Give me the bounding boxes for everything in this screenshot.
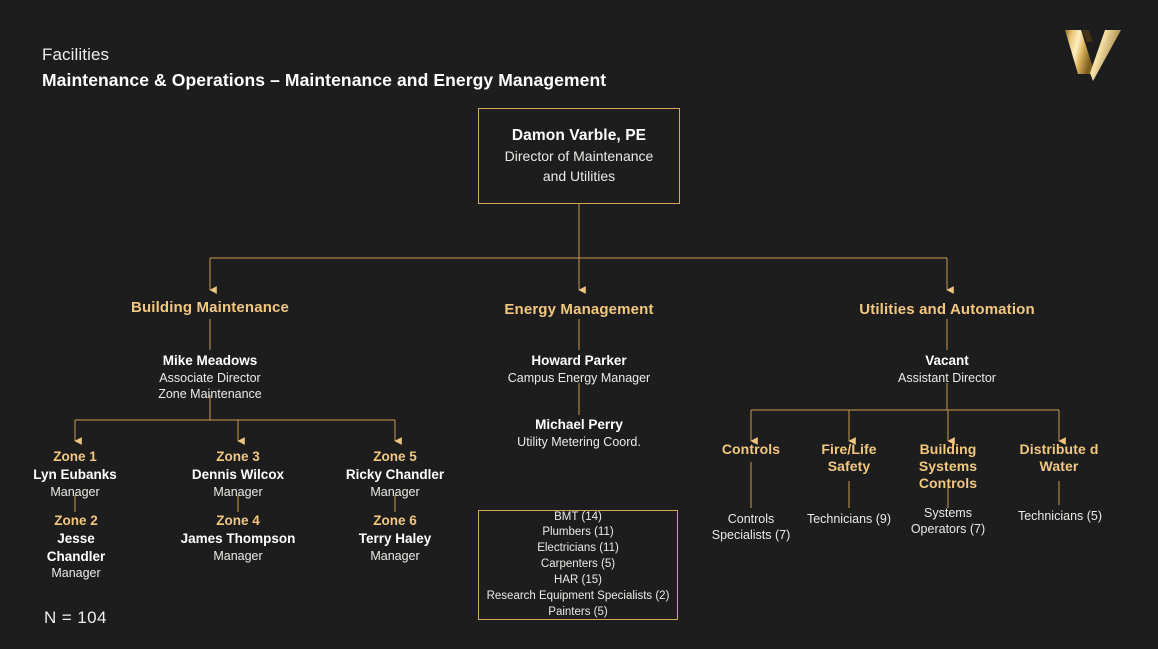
person-name: Mike Meadows xyxy=(162,353,258,368)
unit-staff-building-systems-controls: Systems Operators (7) xyxy=(893,505,1003,538)
unit-staff-distributed-water: Technicians (5) xyxy=(1000,508,1120,524)
person-name: Vacant xyxy=(925,353,969,368)
zone-label: Zone 6 xyxy=(373,513,417,528)
unit-staff-controls: Controls Specialists (7) xyxy=(696,511,806,544)
trade-line: Electricians (11) xyxy=(537,542,619,555)
unit-staff-line1: Technicians (9) xyxy=(806,512,892,526)
trade-line: Research Equipment Specialists (2) xyxy=(486,589,670,602)
trade-line: Plumbers (11) xyxy=(542,526,614,539)
node-michael-perry[interactable]: Michael Perry Utility Metering Coord. xyxy=(479,416,679,450)
node-mike-meadows[interactable]: Mike Meadows Associate Director Zone Mai… xyxy=(110,352,310,402)
unit-title-fire-life-safety[interactable]: Fire/Life Safety xyxy=(821,441,877,475)
vanderbilt-v-logo xyxy=(1056,22,1130,84)
zone-label: Zone 2 xyxy=(54,513,98,528)
person-title-line1: Utility Metering Coord. xyxy=(517,434,641,449)
zone-person-title: Manager xyxy=(50,484,100,499)
unit-staff-line1: Technicians (5) xyxy=(1017,509,1103,523)
node-zone-6[interactable]: Zone 6 Terry Haley Manager xyxy=(330,512,460,564)
unit-staff-line2: Operators (7) xyxy=(910,522,986,537)
root-name: Damon Varble, PE xyxy=(511,126,647,144)
node-howard-parker[interactable]: Howard Parker Campus Energy Manager xyxy=(479,352,679,386)
unit-staff-line1: Systems xyxy=(924,506,972,520)
zone-person-title: Manager xyxy=(370,548,420,563)
division-heading-utilities-and-automation[interactable]: Utilities and Automation xyxy=(859,301,1035,318)
unit-title-controls[interactable]: Controls xyxy=(721,441,781,457)
unit-staff-line2: Specialists (7) xyxy=(711,528,791,543)
person-title-line2: Zone Maintenance xyxy=(158,386,262,401)
zone-person-title: Manager xyxy=(213,484,263,499)
zone-person-title: Manager xyxy=(213,548,263,563)
zone-label: Zone 4 xyxy=(216,513,260,528)
trade-line: HAR (15) xyxy=(554,573,602,586)
person-name: Howard Parker xyxy=(531,353,627,368)
unit-staff-line1: Controls xyxy=(727,512,775,526)
unit-title-distributed-water[interactable]: Distribute d Water xyxy=(1019,441,1099,475)
v-logo-glyph xyxy=(1065,30,1121,81)
unit-staff-fire-life-safety: Technicians (9) xyxy=(789,511,909,527)
node-zone-1[interactable]: Zone 1 Lyn Eubanks Manager xyxy=(5,448,145,500)
zone-person-title: Manager xyxy=(370,484,420,499)
zone-person-name: Lyn Eubanks xyxy=(33,466,117,482)
root-title-line1: Director of Maintenance xyxy=(504,147,654,164)
trades-headcount-box: BMT (14) Plumbers (11) Electricians (11)… xyxy=(478,510,678,620)
root-node-director[interactable]: Damon Varble, PE Director of Maintenance… xyxy=(478,108,680,204)
unit-title-building-systems-controls[interactable]: Building Systems Controls xyxy=(918,441,978,492)
node-zone-3[interactable]: Zone 3 Dennis Wilcox Manager xyxy=(168,448,308,500)
zone-person-name: Ricky Chandler xyxy=(345,466,445,482)
zone-label: Zone 5 xyxy=(373,449,417,464)
page-header: Facilities Maintenance & Operations – Ma… xyxy=(42,44,642,92)
trade-line: BMT (14) xyxy=(554,510,602,523)
root-title-line2: and Utilities xyxy=(542,168,616,184)
total-headcount: N = 104 xyxy=(44,608,107,627)
person-title-line1: Assistant Director xyxy=(898,370,996,385)
zone-person-name: James Thompson xyxy=(180,530,296,546)
zone-person-name: Jesse Chandler xyxy=(46,530,106,564)
division-heading-building-maintenance[interactable]: Building Maintenance xyxy=(130,299,289,316)
page-title: Maintenance & Operations – Maintenance a… xyxy=(42,69,607,90)
zone-person-title: Manager xyxy=(51,566,101,581)
zone-person-name: Terry Haley xyxy=(358,530,432,546)
person-title-line1: Associate Director xyxy=(159,370,261,385)
zone-person-name: Dennis Wilcox xyxy=(191,466,285,482)
trade-line: Carpenters (5) xyxy=(540,558,616,571)
breadcrumb-facilities: Facilities xyxy=(42,45,110,64)
zone-label: Zone 1 xyxy=(53,449,97,464)
zone-label: Zone 3 xyxy=(216,449,260,464)
division-heading-energy-management[interactable]: Energy Management xyxy=(504,301,654,318)
node-vacant-assistant-director[interactable]: Vacant Assistant Director xyxy=(847,352,1047,386)
person-title-line1: Campus Energy Manager xyxy=(507,370,651,385)
node-zone-2[interactable]: Zone 2 Jesse Chandler Manager xyxy=(30,512,122,582)
person-name: Michael Perry xyxy=(535,417,623,432)
node-zone-4[interactable]: Zone 4 James Thompson Manager xyxy=(163,512,313,564)
trade-line: Painters (5) xyxy=(548,605,608,618)
node-zone-5[interactable]: Zone 5 Ricky Chandler Manager xyxy=(325,448,465,500)
